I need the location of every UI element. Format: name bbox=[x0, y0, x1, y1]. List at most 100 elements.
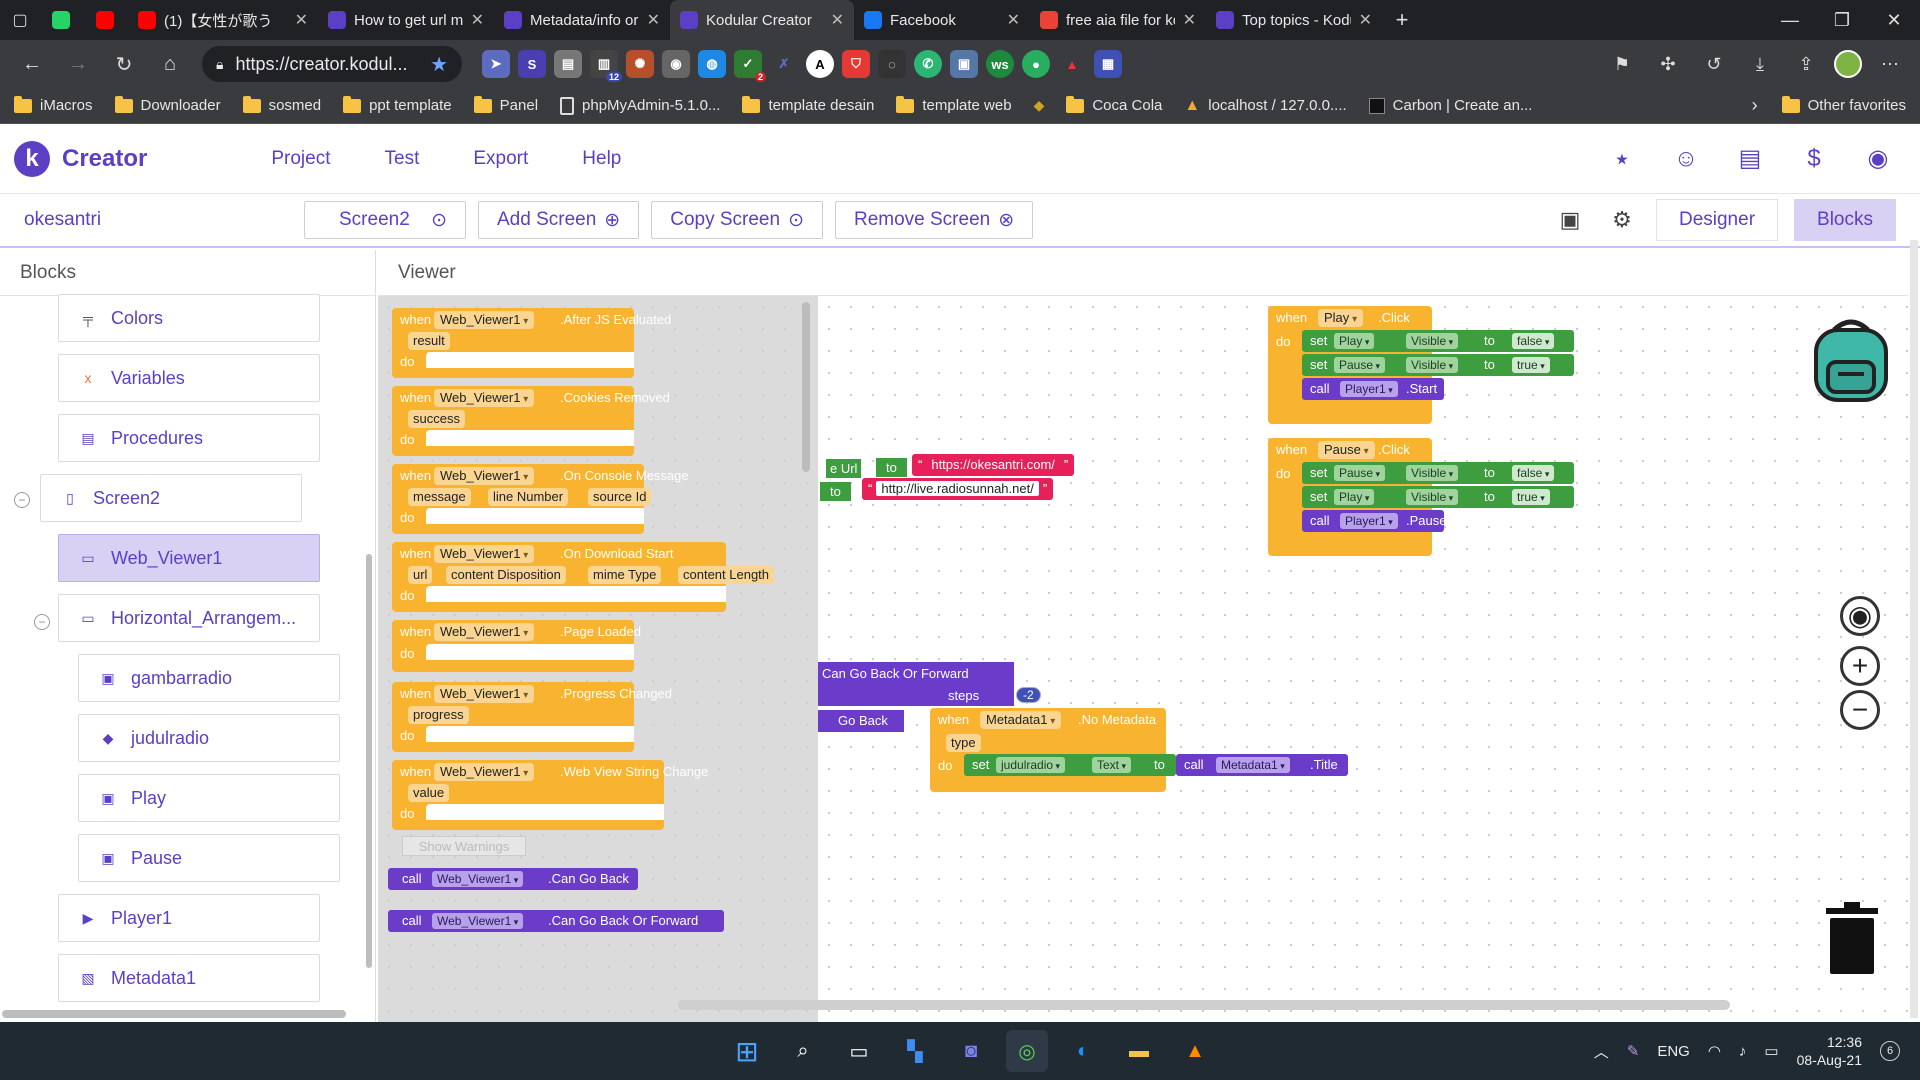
tree-item-gambarradio[interactable]: ▣gambarradio bbox=[78, 654, 340, 702]
drive-extension-icon[interactable]: ▲ bbox=[1065, 56, 1079, 72]
tree-item-play[interactable]: ▣Play bbox=[78, 774, 340, 822]
share-icon[interactable]: ⇪ bbox=[1798, 53, 1814, 74]
widgets-icon[interactable]: ▚ bbox=[907, 1040, 923, 1063]
other-favorites-folder[interactable]: Other favorites bbox=[1781, 95, 1906, 114]
do-slot[interactable] bbox=[426, 508, 644, 524]
browser-tab[interactable]: (1)【女性が歌う✕ bbox=[128, 0, 318, 40]
tray-overflow-icon[interactable]: ︿ bbox=[1593, 1043, 1609, 1061]
show-warnings-button[interactable]: Show Warnings bbox=[402, 836, 526, 856]
tree-item-player1[interactable]: ▶Player1 bbox=[58, 894, 320, 942]
notes-extension-icon[interactable]: ▤ bbox=[554, 50, 582, 78]
component-dropdown[interactable]: Play bbox=[1334, 489, 1375, 505]
browser-tab[interactable]: Kodular Creator✕ bbox=[670, 0, 854, 40]
tree-item-pause[interactable]: ▣Pause bbox=[78, 834, 340, 882]
search-icon[interactable]: ⌕ bbox=[797, 1039, 809, 1062]
close-window-button[interactable]: ✕ bbox=[1886, 9, 1902, 30]
edge-icon[interactable]: ◐ bbox=[1076, 1039, 1090, 1062]
message-extension-icon[interactable]: ● bbox=[1022, 50, 1050, 78]
circle-extension-icon[interactable]: A bbox=[806, 50, 834, 78]
backpack-icon[interactable] bbox=[1808, 316, 1894, 404]
tab-actions-icon[interactable]: ▢ bbox=[12, 12, 28, 29]
address-bar[interactable]: 🔒︎ https://creator.kodul... ★ bbox=[202, 46, 462, 82]
new-tab-button[interactable]: + bbox=[1395, 7, 1409, 32]
more-menu-icon[interactable]: ⋯ bbox=[1881, 53, 1899, 74]
tree-item-colors[interactable]: ╤Colors bbox=[58, 294, 320, 342]
bookmark-item[interactable]: Downloader bbox=[114, 95, 221, 114]
boolean-dropdown[interactable]: true bbox=[1512, 489, 1550, 505]
menu-export[interactable]: Export bbox=[473, 147, 529, 169]
gear-icon[interactable]: ⚙ bbox=[1612, 207, 1632, 232]
play-click-event-block[interactable]: whenPlay.ClickdosetPlayVisibletofalseset… bbox=[1268, 306, 1574, 424]
ws-extension-icon[interactable]: ws bbox=[986, 50, 1014, 78]
component-dropdown[interactable]: Player1 bbox=[1340, 381, 1398, 397]
download-icon[interactable]: ⤓ bbox=[1756, 53, 1764, 74]
bookmark-item[interactable]: template web bbox=[896, 95, 1012, 114]
set-judulradio-text-block[interactable]: setjudulradioTextto bbox=[964, 754, 1176, 776]
property-dropdown[interactable]: Visible bbox=[1406, 357, 1459, 373]
do-slot[interactable] bbox=[426, 586, 726, 602]
puzzle-extension-icon[interactable]: ✗ bbox=[778, 56, 790, 71]
do-slot[interactable] bbox=[426, 726, 634, 742]
set-visible-block[interactable]: setPauseVisibletofalse bbox=[1302, 462, 1574, 484]
blocks-panel-scrollbar[interactable] bbox=[366, 554, 372, 968]
blocks-panel-hscrollbar[interactable] bbox=[2, 1010, 346, 1018]
pause-click-event-block[interactable]: whenPause.ClickdosetPauseVisibletofalses… bbox=[1268, 438, 1574, 556]
pen-icon[interactable]: ✎ bbox=[1626, 1043, 1640, 1060]
boolean-dropdown[interactable]: false bbox=[1512, 465, 1555, 481]
file-explorer-icon[interactable]: ▬ bbox=[1129, 1039, 1149, 1062]
do-slot[interactable] bbox=[426, 430, 634, 446]
bookmarks-overflow-icon[interactable]: › bbox=[1751, 95, 1758, 115]
menu-test[interactable]: Test bbox=[384, 147, 420, 169]
profile-avatar[interactable] bbox=[1834, 50, 1862, 78]
blocks-workspace[interactable]: 2InitializedosetWeb_Viewer1HosetPlayer1S… bbox=[378, 296, 1908, 1022]
app-logo-text[interactable]: Creator bbox=[62, 144, 148, 172]
chat-icon[interactable]: ◙ bbox=[964, 1039, 978, 1062]
tree-item-procedures[interactable]: ▤Procedures bbox=[58, 414, 320, 462]
language-indicator[interactable]: ENG bbox=[1657, 1042, 1690, 1060]
component-dropdown[interactable]: Web_Viewer1 bbox=[434, 311, 535, 329]
page-scrollbar[interactable] bbox=[1910, 240, 1918, 1018]
palette-icon[interactable]: ☺ bbox=[1673, 144, 1699, 172]
bookmark-item[interactable]: template desain bbox=[742, 95, 874, 114]
component-dropdown[interactable]: judulradio bbox=[996, 757, 1066, 773]
close-tab-icon[interactable]: ✕ bbox=[1006, 12, 1020, 29]
text-url-radiosunnah[interactable]: “http://live.radiosunnah.net/” bbox=[862, 478, 1054, 500]
camera-extension-icon[interactable]: ◉ bbox=[662, 50, 690, 78]
account-icon[interactable]: ◉ bbox=[1867, 145, 1889, 172]
extensions-puzzle-icon[interactable]: ✣ bbox=[1660, 53, 1676, 74]
component-dropdown[interactable]: Metadata1 bbox=[980, 711, 1062, 729]
browser-tab[interactable] bbox=[84, 0, 128, 40]
steps-number-input[interactable]: -2 bbox=[1016, 687, 1041, 703]
dollar-icon[interactable]: $ bbox=[1807, 144, 1821, 172]
restore-button[interactable]: ❐ bbox=[1833, 9, 1851, 30]
component-dropdown[interactable]: Web_Viewer1 bbox=[434, 685, 535, 703]
close-tab-icon[interactable]: ✕ bbox=[470, 12, 484, 29]
cursor-extension-icon[interactable]: ➤ bbox=[482, 50, 510, 78]
window-extension-icon[interactable]: ▦ bbox=[1094, 50, 1122, 78]
set-visible-block[interactable]: setPauseVisibletotrue bbox=[1302, 354, 1574, 376]
designer-mode-button[interactable]: Designer bbox=[1655, 199, 1779, 241]
zoom-in-icon[interactable]: + bbox=[1840, 646, 1880, 686]
tree-item-web-viewer1[interactable]: ▭Web_Viewer1 bbox=[58, 534, 320, 582]
component-dropdown[interactable]: Web_Viewer1 bbox=[434, 623, 535, 641]
close-tab-icon[interactable]: ✕ bbox=[294, 12, 308, 29]
component-dropdown[interactable]: Web_Viewer1 bbox=[434, 389, 535, 407]
gallery-icon[interactable]: ▣ bbox=[1559, 207, 1581, 232]
folder-star-icon[interactable]: ⭑ bbox=[1615, 144, 1629, 172]
volume-icon[interactable]: ♪ bbox=[1738, 1042, 1747, 1060]
minimize-button[interactable]: — bbox=[1781, 9, 1799, 30]
set-visible-block[interactable]: setPlayVisibletotrue bbox=[1302, 486, 1574, 508]
back-button[interactable]: ← bbox=[22, 52, 42, 75]
add-screen-button[interactable]: Add Screen ⊕ bbox=[478, 201, 640, 239]
bookmark-item[interactable]: Carbon | Create an... bbox=[1368, 97, 1532, 114]
browser-app-icon[interactable]: ◎ bbox=[1006, 1030, 1048, 1072]
